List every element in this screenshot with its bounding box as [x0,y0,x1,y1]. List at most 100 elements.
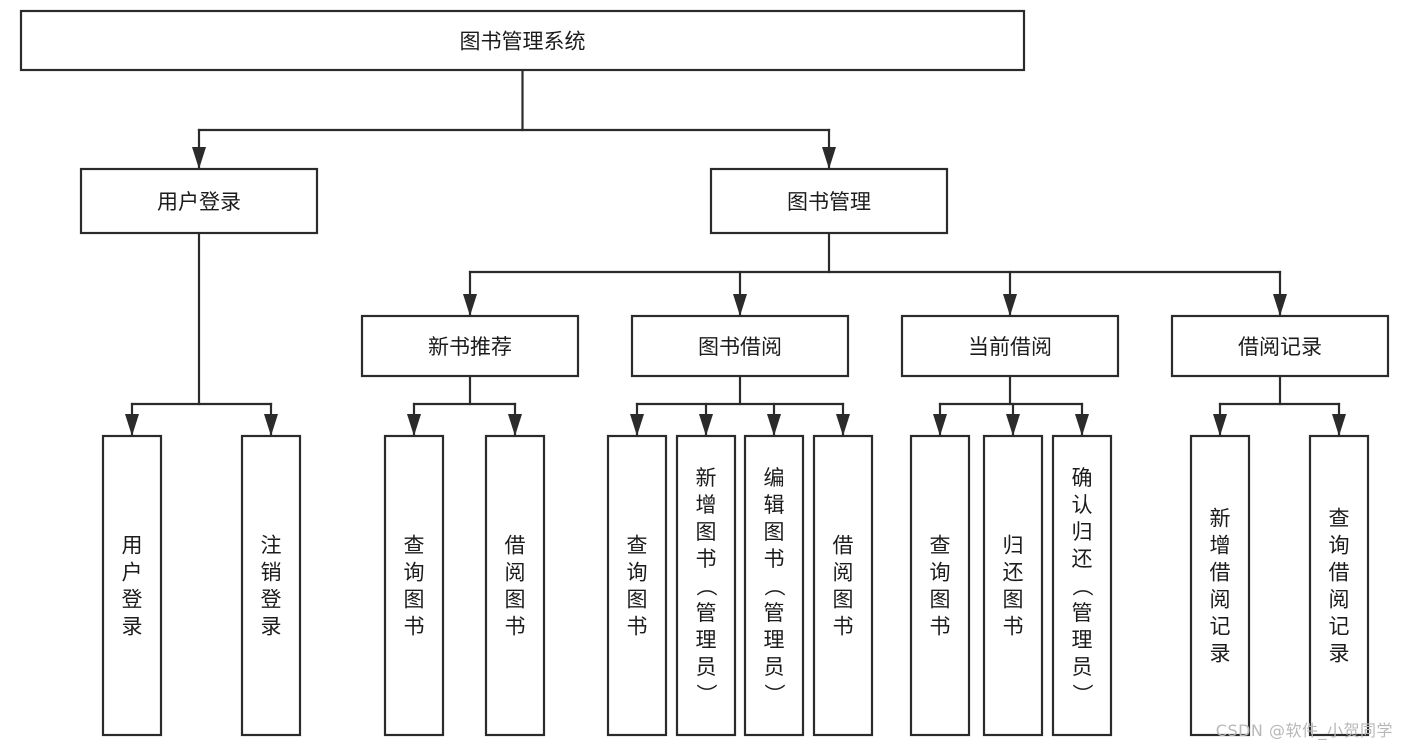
node-label-leaf-confirm-return-char-0: 确 [1072,466,1093,490]
node-box-leaf-confirm-return[interactable] [1051,434,1113,737]
node-label-leaf-query-book-3-char-1: 询 [930,561,951,585]
node-label-leaf-add-record-char-2: 借 [1210,561,1231,585]
node-label-leaf-add-book-char-5: 管 [696,601,717,625]
node-box-root[interactable] [19,9,1026,72]
node-label-leaf-edit-book-char-2: 图 [764,520,785,544]
node-label-leaf-borrow-book-1-char-2: 图 [505,588,526,612]
node-new-book-rec[interactable]: 新书推荐 [360,314,580,378]
node-label-leaf-query-book-2-char-0: 查 [627,534,648,558]
node-box-leaf-add-book[interactable] [675,434,737,737]
node-label-current-borrow: 当前借阅 [968,335,1052,359]
node-label-leaf-user-logout-char-0: 注 [261,534,282,558]
node-label-leaf-add-record-char-5: 录 [1210,642,1231,666]
node-box-leaf-borrow-book-2[interactable] [812,434,874,737]
node-box-current-borrow[interactable] [900,314,1120,378]
node-current-borrow[interactable]: 当前借阅 [900,314,1120,378]
node-borrow-record[interactable]: 借阅记录 [1170,314,1390,378]
node-label-leaf-query-book-1-char-1: 询 [404,561,425,585]
node-root[interactable]: 图书管理系统 [19,9,1026,72]
node-label-book-borrow: 图书借阅 [698,335,782,359]
node-label-leaf-borrow-book-1-char-3: 书 [505,615,526,639]
node-label-root: 图书管理系统 [460,30,586,54]
node-label-leaf-edit-book-char-5: 管 [764,601,785,625]
node-label-leaf-query-record-char-1: 询 [1329,534,1350,558]
node-label-leaf-edit-book-char-6: 理 [764,628,785,652]
node-box-leaf-user-login[interactable] [101,434,163,737]
node-box-borrow-record[interactable] [1170,314,1390,378]
node-box-new-book-rec[interactable] [360,314,580,378]
node-label-book-manage: 图书管理 [787,190,871,214]
node-box-leaf-query-record[interactable] [1308,434,1370,737]
watermark-label: CSDN @软件_小贺同学 [1215,721,1393,740]
node-box-book-manage[interactable] [709,167,949,235]
node-label-leaf-edit-book-char-1: 辑 [764,493,785,517]
node-label-borrow-record: 借阅记录 [1238,335,1322,359]
node-box-leaf-edit-book[interactable] [743,434,805,737]
node-label-leaf-borrow-book-2-char-1: 阅 [833,561,854,585]
node-book-manage[interactable]: 图书管理 [709,167,949,235]
node-box-leaf-borrow-book-1[interactable] [484,434,546,737]
node-label-leaf-user-login-char-2: 登 [122,588,143,612]
node-box-book-borrow[interactable] [630,314,850,378]
node-label-leaf-confirm-return-char-8: ） [1070,684,1094,705]
node-box-leaf-user-logout[interactable] [240,434,302,737]
node-box-leaf-query-book-1[interactable] [383,434,445,737]
node-box-leaf-query-book-2[interactable] [606,434,668,737]
node-label-leaf-query-record-char-0: 查 [1329,507,1350,531]
node-label-leaf-user-logout-char-3: 录 [261,615,282,639]
node-label-leaf-confirm-return-char-4: （ [1070,576,1094,597]
node-label-leaf-add-book-char-3: 书 [696,547,717,571]
node-box-leaf-return-book[interactable] [982,434,1044,737]
node-label-leaf-add-record-char-4: 记 [1210,615,1231,639]
node-label-leaf-borrow-book-2-char-3: 书 [833,615,854,639]
node-box-leaf-add-record[interactable] [1189,434,1251,737]
node-label-leaf-query-book-3-char-2: 图 [930,588,951,612]
node-label-leaf-query-record-char-2: 借 [1329,561,1350,585]
node-label-leaf-edit-book-char-3: 书 [764,547,785,571]
node-label-leaf-add-book-char-0: 新 [696,466,717,490]
node-label-user-login: 用户登录 [157,190,241,214]
node-label-leaf-return-book-char-2: 图 [1003,588,1024,612]
node-label-leaf-edit-book-char-8: ） [762,684,786,705]
node-label-leaf-return-book-char-3: 书 [1003,615,1024,639]
node-label-leaf-query-book-1-char-3: 书 [404,615,425,639]
nodes-layer: 图书管理系统用户登录图书管理新书推荐图书借阅当前借阅借阅记录用户登录注销登录查询… [19,9,1390,737]
node-label-leaf-borrow-book-1-char-0: 借 [505,534,526,558]
node-label-leaf-query-book-1-char-0: 查 [404,534,425,558]
connectors-layer [125,68,1346,437]
node-box-user-login[interactable] [79,167,319,235]
node-label-leaf-user-login-char-3: 录 [122,615,143,639]
node-label-leaf-query-book-2-char-2: 图 [627,588,648,612]
node-box-leaf-query-book-3[interactable] [909,434,971,737]
node-book-borrow[interactable]: 图书借阅 [630,314,850,378]
node-label-leaf-query-record-char-3: 阅 [1329,588,1350,612]
node-label-leaf-confirm-return-char-5: 管 [1072,601,1093,625]
node-label-leaf-query-book-1-char-2: 图 [404,588,425,612]
node-label-leaf-return-book-char-0: 归 [1003,534,1024,558]
node-label-leaf-edit-book-char-4: （ [762,576,786,597]
node-label-leaf-user-login-char-1: 户 [122,561,143,585]
node-user-login[interactable]: 用户登录 [79,167,319,235]
node-label-leaf-query-book-2-char-1: 询 [627,561,648,585]
node-label-leaf-add-record-char-3: 阅 [1210,588,1231,612]
node-label-leaf-query-book-3-char-3: 书 [930,615,951,639]
node-label-leaf-query-book-2-char-3: 书 [627,615,648,639]
node-label-leaf-borrow-book-2-char-2: 图 [833,588,854,612]
node-label-leaf-add-record-char-0: 新 [1210,507,1231,531]
node-label-leaf-query-book-3-char-0: 查 [930,534,951,558]
node-leaf-user-login[interactable]: 用户登录 [101,434,163,737]
